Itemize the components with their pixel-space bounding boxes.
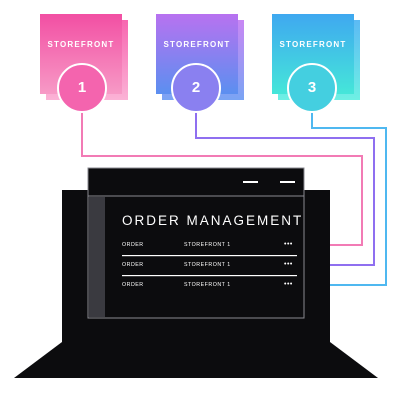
row-3-more-icon[interactable]: ••• (284, 281, 293, 288)
row-1-more-icon[interactable]: ••• (284, 241, 293, 248)
storefront-card-2 (156, 14, 244, 113)
row-1-order: ORDER (122, 242, 144, 248)
storefront-card-3 (272, 14, 360, 113)
storefront-number-2: 2 (191, 79, 201, 96)
row-3-order: ORDER (122, 282, 144, 288)
row-2-more-icon[interactable]: ••• (284, 261, 293, 268)
storefront-label-3: STOREFRONT (279, 40, 347, 49)
storefront-label-2: STOREFRONT (163, 40, 231, 49)
laptop (14, 167, 378, 378)
order-management-title: ORDER MANAGEMENT (122, 213, 304, 228)
storefront-label-1: STOREFRONT (47, 40, 115, 49)
connector-line-1 (81, 112, 363, 246)
storefront-card-1 (40, 14, 128, 113)
row-3-storefront: STOREFRONT 1 (184, 282, 231, 288)
row-2-order: ORDER (122, 262, 144, 268)
storefront-number-1: 1 (77, 79, 87, 96)
row-2-storefront: STOREFRONT 1 (184, 262, 231, 268)
row-1-storefront: STOREFRONT 1 (184, 242, 231, 248)
storefront-number-3: 3 (307, 79, 317, 96)
connector-line-2 (195, 112, 375, 266)
connector-line-3 (297, 112, 387, 286)
